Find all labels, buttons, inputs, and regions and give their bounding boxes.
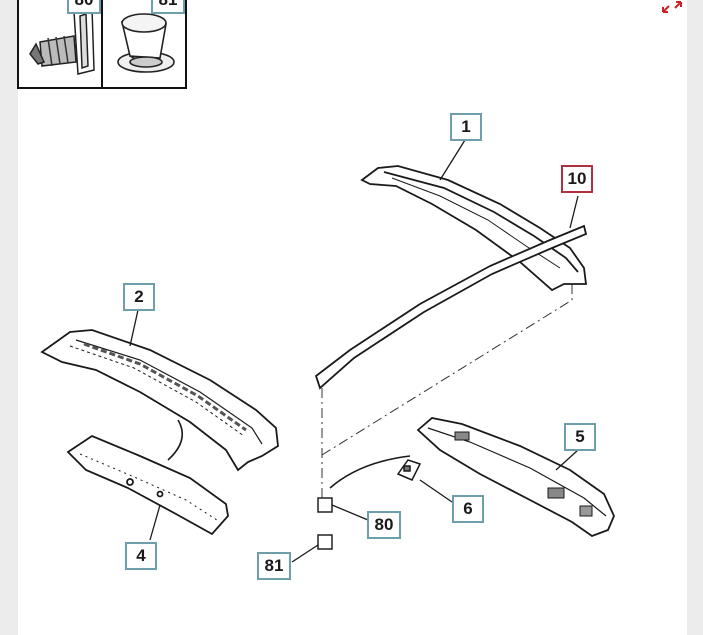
cable-curve-left: [167, 419, 184, 461]
part-10-trim-strip: [314, 224, 588, 390]
alignment-lines: [321, 280, 573, 500]
callout-part-6[interactable]: 6: [452, 495, 484, 523]
part-6-bracket: [396, 459, 422, 481]
position-marker-80: [317, 497, 333, 513]
part-1-roof-rail: [360, 165, 588, 292]
leader-lines: [129, 139, 579, 563]
callout-part-1[interactable]: 1: [450, 113, 482, 141]
diagram-canvas: [18, 0, 687, 635]
part-5-rear-crossmember: [416, 417, 615, 538]
push-clip-part: [29, 7, 95, 75]
fastener-inset: [17, 0, 187, 89]
inset-callout-80[interactable]: 80: [67, 0, 101, 14]
position-marker-81: [317, 534, 333, 550]
grommet-part: [117, 13, 175, 73]
part-4-lower-support: [66, 434, 229, 536]
callout-part-80[interactable]: 80: [367, 511, 401, 539]
inset-callout-81[interactable]: 81: [151, 0, 185, 14]
callout-part-81[interactable]: 81: [257, 552, 291, 580]
callout-part-4[interactable]: 4: [125, 542, 157, 570]
expand-arrows-icon[interactable]: [660, 0, 684, 14]
callout-part-10[interactable]: 10: [561, 165, 593, 193]
cable-curve: [329, 455, 411, 489]
callout-part-5[interactable]: 5: [564, 423, 596, 451]
callout-part-2[interactable]: 2: [123, 283, 155, 311]
